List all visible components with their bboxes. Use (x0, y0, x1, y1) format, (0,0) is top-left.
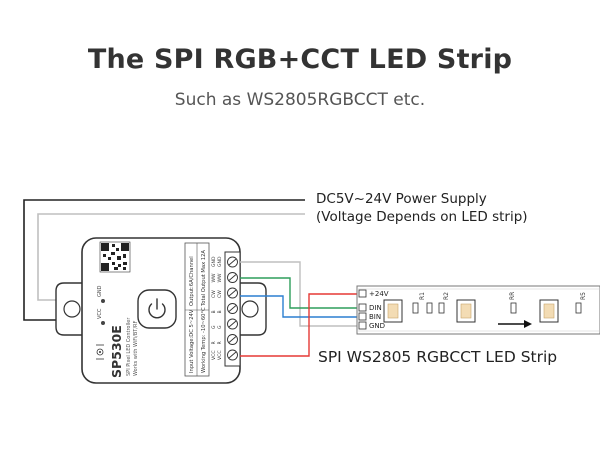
pin-label-gnd: GND (211, 256, 217, 267)
terminal-screw-slot (228, 305, 237, 312)
power-supply-note: (Voltage Depends on LED strip) (316, 209, 528, 225)
spec-total-output: Total Output Max 12A (201, 250, 207, 307)
gnd-pin-icon (101, 299, 105, 303)
terminal-screw-slot (228, 289, 237, 297)
pin-label-b-vcc: VCC (217, 350, 223, 360)
pin-label-r: R (211, 341, 217, 345)
left-pin-gnd: GND (97, 285, 103, 297)
component-label-r2: R2 (443, 292, 450, 300)
terminal-screw-slot (228, 320, 237, 328)
component-label-rr: RR (509, 292, 516, 300)
spec-working-temp: Working Temp: -10~60°C (201, 307, 207, 373)
wire-backup-blue (240, 295, 358, 318)
spec-box (184, 242, 210, 377)
pin-label-cw: CW (211, 290, 217, 298)
led-chip (383, 299, 403, 323)
pin-label-b-g: G (217, 325, 223, 329)
wire-power-red (240, 293, 358, 357)
component-label-r5: R5 (580, 292, 587, 300)
controller-desc-line2: Works with WiFi/BT/RF (133, 320, 139, 376)
pin-label-vcc: VCC (211, 350, 217, 360)
pad-label-din: DIN (369, 304, 382, 312)
pin-label-g: G (211, 325, 217, 329)
spec-output: Output:6A/Channel (189, 256, 195, 306)
left-pin-vcc: VCC (97, 308, 103, 319)
component-label-r1: R1 (419, 292, 426, 300)
wire-gnd-gray (240, 261, 358, 327)
page-subtitle: Such as WS2805RGBCCT etc. (174, 90, 426, 110)
power-wire-gray (37, 213, 305, 301)
strip-resistors (412, 302, 582, 314)
terminal-screw-slot (228, 351, 237, 359)
led-chip (456, 299, 476, 323)
pin-label-b-cw: CW (217, 290, 223, 298)
dc-jack-icon (96, 344, 104, 360)
controller-model: SP530E (109, 325, 124, 378)
strip-pads (358, 289, 367, 330)
terminal-screw-slot (228, 336, 237, 343)
pin-label-b-b: B (217, 310, 223, 313)
strip-label: SPI WS2805 RGBCCT LED Strip (318, 348, 557, 366)
pin-label-b-r: R (217, 341, 223, 345)
controller-desc-line1: SPI Pixel LED Controller (126, 317, 132, 376)
spec-input-voltage: Input Voltage:DC 5~24V (189, 309, 195, 373)
pin-label-ww: WW (211, 273, 217, 283)
controller-mount-left (55, 282, 87, 336)
data-direction-arrow-icon (498, 320, 532, 328)
power-button[interactable] (137, 289, 177, 329)
pad-label-gnd: GND (369, 322, 385, 330)
terminal-screw-slot (228, 258, 237, 266)
pin-label-b-gnd: GND (217, 256, 223, 267)
led-chip (539, 299, 559, 323)
vcc-pin-icon (101, 321, 105, 325)
power-supply-label: DC5V~24V Power Supply (316, 191, 487, 207)
pad-label-24v: +24V (369, 290, 389, 298)
wire-data-green (240, 277, 358, 309)
page-title: The SPI RGB+CCT LED Strip (87, 44, 513, 75)
power-wire-black (23, 199, 305, 321)
pin-label-b-ww: WW (217, 273, 223, 283)
pad-label-bin: BIN (369, 313, 381, 321)
qr-code (99, 241, 131, 273)
pin-label-b: B (211, 310, 217, 313)
terminal-screw-slot (228, 274, 237, 281)
power-icon (148, 298, 166, 319)
